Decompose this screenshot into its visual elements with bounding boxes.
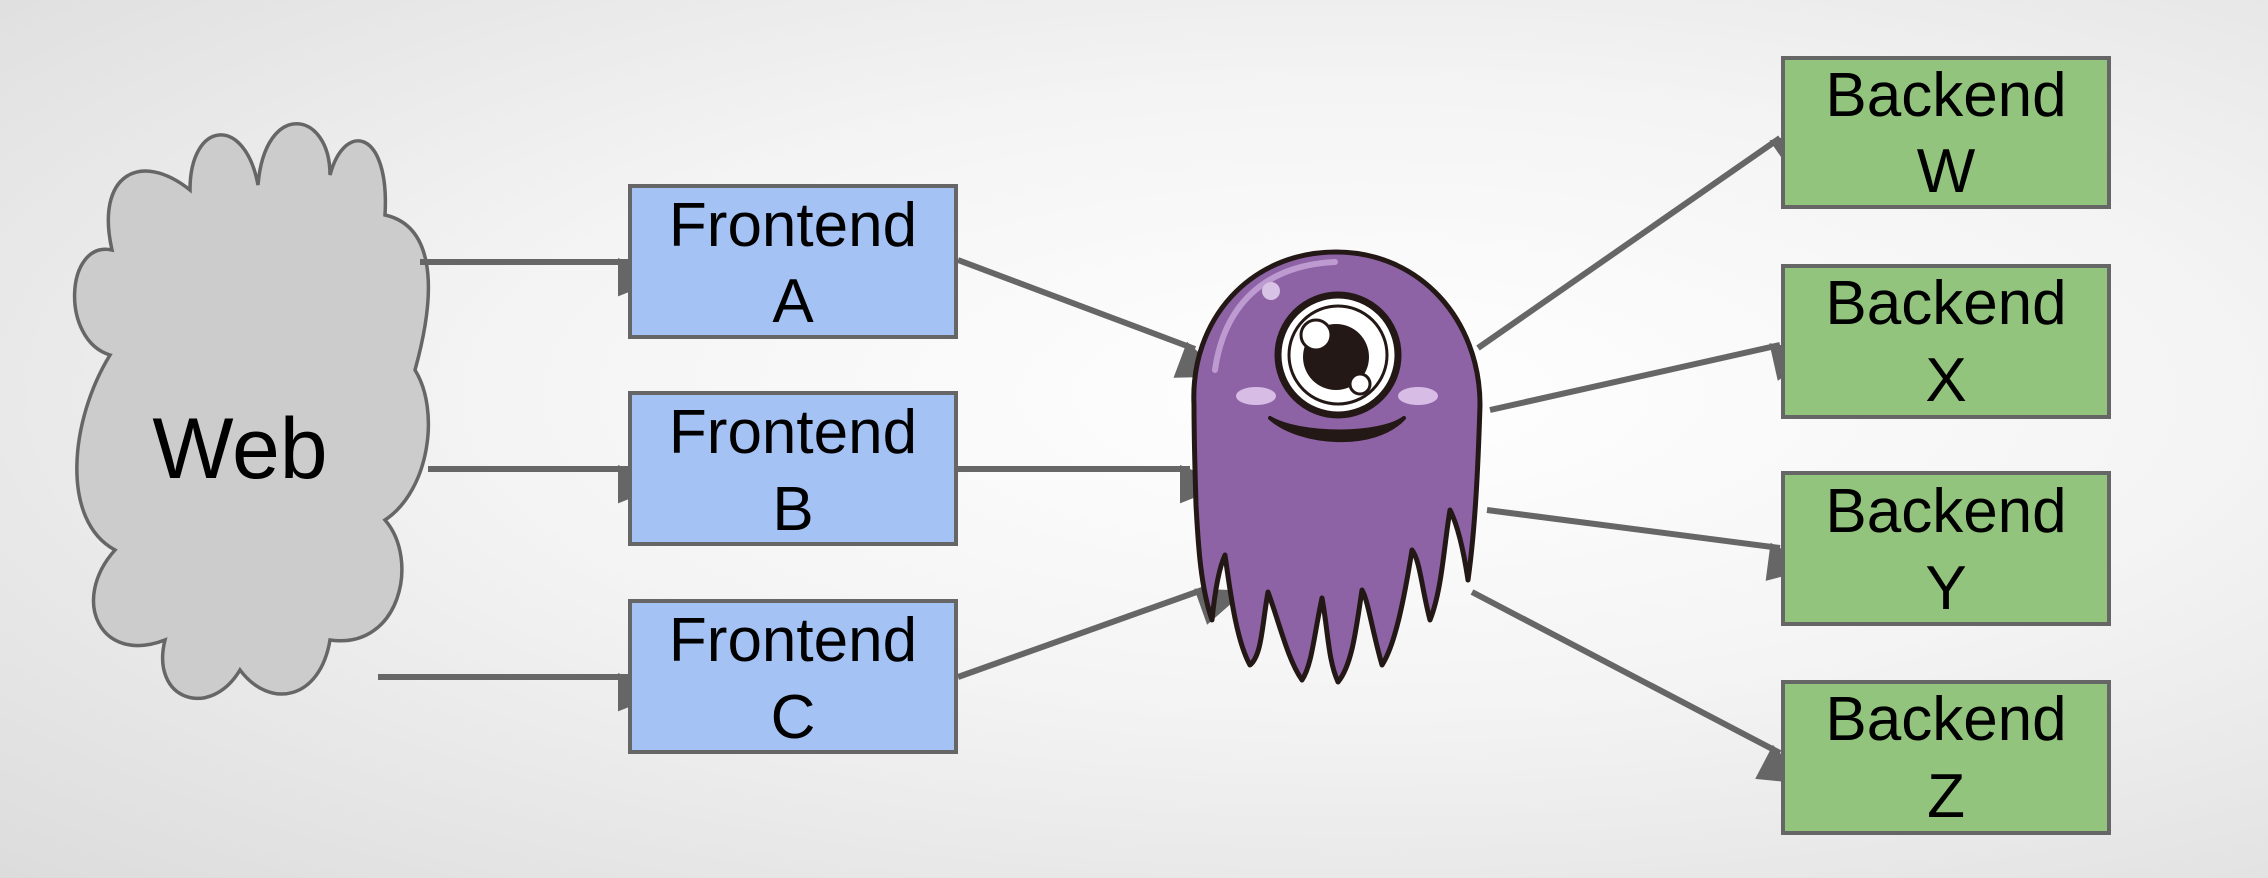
frontend-b-rect (628, 391, 958, 546)
cloud-shape (72, 122, 431, 700)
mascot-eye-ring (1287, 304, 1389, 406)
backend-y-box: Backend Y (1781, 471, 2111, 626)
backend-x-line2: X (1925, 346, 1966, 415)
mascot-eye-highlight-small (1348, 372, 1372, 396)
mascot-eye-highlight-large (1299, 318, 1333, 352)
backend-x-line1: Backend (1825, 269, 2066, 338)
frontend-a-box: Frontend A (628, 184, 958, 339)
backend-w-box: Backend W (1781, 56, 2111, 209)
mascot-to-backend-arrows (1470, 128, 1821, 785)
frontend-to-mascot-arrows (956, 257, 1246, 680)
backend-z-line1: Backend (1825, 685, 2066, 754)
frontend-a-line2: A (772, 267, 814, 336)
backend-z-rect (1781, 680, 2111, 835)
backend-z-box: Backend Z (1781, 680, 2111, 835)
frontend-c-box: Frontend C (628, 599, 958, 754)
mascot-shine (1212, 259, 1338, 373)
backend-y-line1: Backend (1825, 477, 2066, 546)
frontend-c-rect (628, 599, 958, 754)
frontend-a-rect (628, 184, 958, 339)
arrow-frontend-a-to-mascot (956, 257, 1226, 378)
backend-w-line1: Backend (1825, 61, 2066, 130)
backend-x-box: Backend X (1781, 264, 2111, 419)
web-cloud: Web (72, 122, 431, 700)
frontend-c-line1: Frontend (669, 606, 917, 675)
backend-x-rect (1781, 264, 2111, 419)
mascot-shine-dot (1262, 282, 1280, 300)
mascot-smile (1268, 416, 1406, 443)
arrow-mascot-to-backend-y (1486, 507, 1816, 581)
arrow-frontend-c-to-mascot (956, 586, 1246, 680)
mascot-right-cheek (1398, 387, 1438, 405)
mascot-body (1191, 249, 1483, 685)
cloud-label: Web (152, 401, 327, 497)
backend-w-line2: W (1917, 137, 1976, 206)
frontend-a-line1: Frontend (669, 191, 917, 260)
purple-octopus-mascot-icon (1191, 249, 1483, 685)
backend-y-line2: Y (1925, 554, 1966, 623)
backend-y-rect (1781, 471, 2111, 626)
arrow-mascot-to-backend-w (1476, 128, 1820, 351)
cloud-to-frontend-arrows (378, 258, 667, 712)
frontend-b-box: Frontend B (628, 391, 958, 546)
frontend-c-line2: C (771, 683, 816, 752)
arrow-mascot-to-backend-x (1489, 342, 1821, 413)
frontend-b-line1: Frontend (669, 398, 917, 467)
frontend-b-line2: B (772, 475, 813, 544)
mascot-left-cheek (1236, 387, 1276, 405)
arrow-mascot-to-backend-z (1470, 589, 1807, 785)
backend-w-rect (1781, 56, 2111, 209)
backend-z-line2: Z (1927, 762, 1965, 831)
